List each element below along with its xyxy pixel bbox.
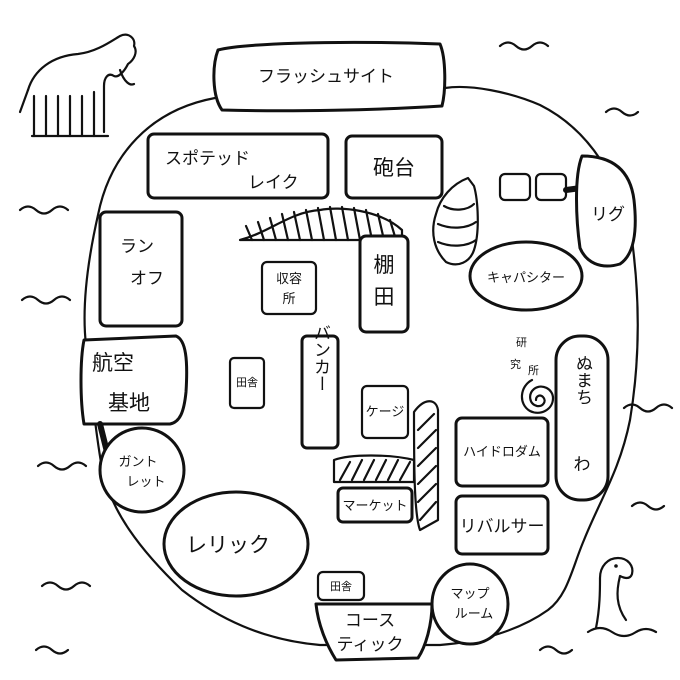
rig-block-2 bbox=[534, 172, 568, 202]
lone-off-label-2: オフ bbox=[130, 269, 164, 289]
hydro-dam-label: ハイドロダム bbox=[463, 445, 541, 460]
relic-zone bbox=[162, 490, 310, 598]
rig-block-1 bbox=[498, 172, 532, 202]
revolver-zone bbox=[454, 494, 550, 556]
gauntlet-label-1: ガント bbox=[118, 455, 157, 470]
terrace-label-2: 田 bbox=[374, 285, 395, 309]
cliff-hatch bbox=[332, 400, 440, 532]
relic-label: レリック bbox=[186, 533, 270, 557]
rig-label: リグ bbox=[591, 205, 625, 225]
coastic-label-2: ティック bbox=[337, 635, 404, 655]
village-south-label: 田舎 bbox=[330, 580, 352, 593]
swamp-label-wa: わ bbox=[574, 455, 591, 475]
sea-serpent-icon bbox=[586, 556, 658, 638]
map-room-label-1: マップ bbox=[450, 587, 489, 602]
storage-label-1: 収容 bbox=[276, 271, 302, 287]
spotted-lake-label-2: レイク bbox=[248, 173, 299, 193]
rig-zone bbox=[575, 154, 637, 268]
map-room-label-2: ルーム bbox=[455, 607, 494, 622]
lab-label-3: 所 bbox=[528, 364, 539, 377]
cage-zone bbox=[360, 384, 410, 440]
bunker-zone bbox=[300, 334, 340, 450]
gauntlet-label-2: レット bbox=[126, 475, 165, 490]
storage-zone bbox=[260, 260, 318, 316]
airbase-zone bbox=[79, 334, 189, 426]
airbase-label-2: 基地 bbox=[108, 391, 150, 415]
swamp-label: ぬまち bbox=[572, 355, 592, 406]
terrace-zone bbox=[358, 234, 410, 334]
lab-label-2: 究 bbox=[510, 357, 521, 371]
revolver-label: リバルサー bbox=[460, 517, 545, 537]
gauntlet-zone bbox=[98, 426, 186, 514]
map-room-zone bbox=[430, 562, 510, 646]
flash-site-label: フラッシュサイト bbox=[258, 67, 394, 87]
mammoth-icon bbox=[18, 33, 137, 138]
lone-off-label-1: ラン bbox=[120, 237, 154, 257]
lab-spiral-icon bbox=[520, 378, 555, 414]
hydro-dam-zone bbox=[454, 416, 550, 488]
rock-formation bbox=[432, 176, 479, 266]
flash-site-zone bbox=[212, 40, 447, 113]
cage-label: ケージ bbox=[366, 405, 405, 420]
market-zone bbox=[336, 486, 414, 524]
lab-label-1: 研 bbox=[516, 336, 527, 349]
capacitor-zone bbox=[468, 240, 584, 312]
lone-off-zone bbox=[98, 210, 184, 328]
capacitor-label: キャパシター bbox=[487, 271, 565, 286]
battery-zone bbox=[344, 134, 444, 200]
ridge-hatch bbox=[238, 205, 404, 242]
market-label: マーケット bbox=[342, 499, 407, 514]
battery-label: 砲台 bbox=[373, 156, 415, 180]
spotted-lake-zone bbox=[146, 132, 330, 200]
sea-waves bbox=[18, 41, 674, 655]
village-south-zone bbox=[316, 570, 366, 602]
spotted-lake-label-1: スポテッド bbox=[165, 149, 250, 169]
terrace-label-1: 棚 bbox=[374, 253, 395, 277]
airbase-label-1: 航空 bbox=[92, 351, 134, 375]
village-center-zone bbox=[228, 356, 266, 410]
swamp-zone bbox=[554, 334, 610, 502]
coastic-zone bbox=[314, 602, 434, 662]
coastic-label-1: コース bbox=[345, 611, 395, 631]
village-center-label: 田舎 bbox=[236, 376, 258, 389]
bunker-label: バンカー bbox=[310, 324, 330, 392]
storage-label-2: 所 bbox=[282, 292, 295, 307]
